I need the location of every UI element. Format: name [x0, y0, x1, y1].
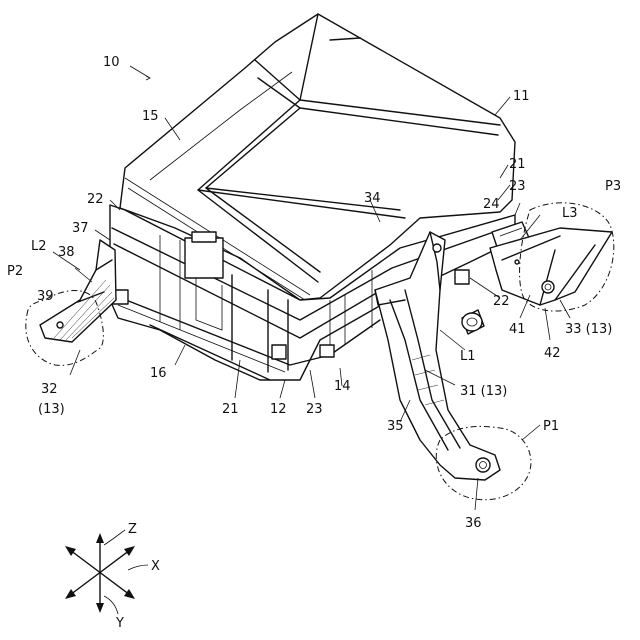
label-11: 11 [513, 89, 530, 104]
label-38: 38 [58, 245, 75, 260]
label-L1: L1 [460, 349, 476, 364]
label-P2: P2 [7, 264, 23, 279]
label-22b: 22 [493, 294, 510, 309]
label-39: 39 [37, 289, 54, 304]
label-33: 33 (13) [565, 322, 612, 337]
label-21a: 21 [509, 157, 526, 172]
label-23a: 23 [509, 179, 526, 194]
label-42: 42 [544, 346, 561, 361]
axis-label-y: Y [115, 616, 124, 631]
label-21b: 21 [222, 402, 239, 417]
label-32: 32 [41, 382, 58, 397]
label-35: 35 [387, 419, 404, 434]
axis-label-x: X [151, 559, 160, 574]
label-37: 37 [72, 221, 89, 236]
axis-indicator: Z X Y [65, 522, 160, 631]
label-P3: P3 [605, 179, 621, 194]
label-34: 34 [364, 191, 381, 206]
label-16: 16 [150, 366, 167, 381]
label-15: 15 [142, 109, 159, 124]
label-10: 10 [103, 55, 120, 70]
label-L3: L3 [562, 206, 578, 221]
label-41: 41 [509, 322, 526, 337]
axis-label-z: Z [128, 522, 137, 537]
label-23b: 23 [306, 402, 323, 417]
label-12: 12 [270, 402, 287, 417]
label-P1: P1 [543, 419, 559, 434]
junction-box [110, 14, 530, 380]
label-24: 24 [483, 197, 500, 212]
label-22a: 22 [87, 192, 104, 207]
label-L2: L2 [31, 239, 47, 254]
label-14: 14 [334, 379, 351, 394]
label-36: 36 [465, 516, 482, 531]
label-31: 31 (13) [460, 384, 507, 399]
label-13: (13) [38, 402, 65, 417]
